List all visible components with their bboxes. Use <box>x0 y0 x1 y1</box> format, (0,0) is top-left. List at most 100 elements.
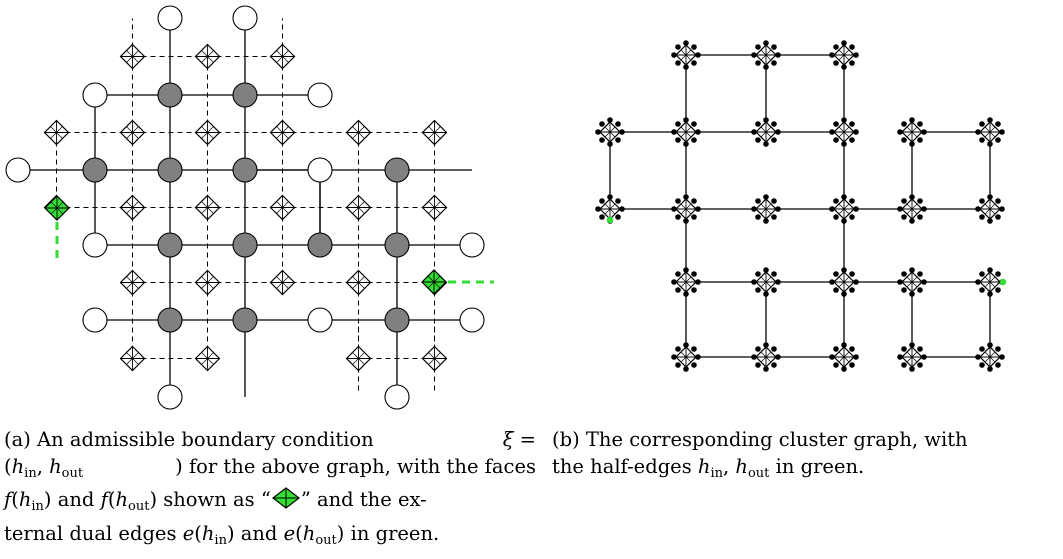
cluster-node <box>763 64 769 70</box>
cluster-node <box>841 117 847 123</box>
cluster-diamond-icon <box>833 346 855 368</box>
cluster-diamond-icon <box>979 198 1001 220</box>
cluster-node <box>987 267 993 273</box>
cluster-node <box>771 346 777 352</box>
cluster-node <box>917 214 923 220</box>
cluster-node <box>619 206 625 212</box>
cluster-node <box>771 271 777 277</box>
cluster-diamond-icon <box>755 271 777 293</box>
cluster-node <box>599 137 605 143</box>
cluster-node <box>675 44 681 50</box>
cluster-node <box>975 129 981 135</box>
cluster-node <box>999 129 1005 135</box>
cluster-node <box>833 287 839 293</box>
cluster-node <box>683 194 689 200</box>
cluster-diamond-icon <box>675 346 697 368</box>
cluster-node <box>999 354 1005 360</box>
cluster-node <box>763 291 769 297</box>
cluster-node <box>841 366 847 372</box>
caption-a-line-4: ternal dual edges e(hin) and e(hout) in … <box>4 521 440 548</box>
cluster-diamond-icon <box>755 44 777 66</box>
cluster-node <box>671 52 677 58</box>
cluster-node <box>755 362 761 368</box>
cluster-node <box>755 44 761 50</box>
cluster-node <box>683 342 689 348</box>
cluster-node <box>909 291 915 297</box>
cluster-node <box>901 287 907 293</box>
boundary-vertex <box>459 307 485 333</box>
cluster-node <box>853 206 859 212</box>
cluster-node <box>607 117 613 123</box>
cluster-node <box>619 129 625 135</box>
cluster-node <box>849 214 855 220</box>
cluster-node <box>683 366 689 372</box>
dual-face-icon <box>269 43 296 70</box>
cluster-node <box>979 362 985 368</box>
cluster-node <box>755 137 761 143</box>
cluster-node <box>987 141 993 147</box>
boundary-face-out-icon <box>421 269 447 295</box>
cluster-node <box>917 137 923 143</box>
cluster-node <box>775 206 781 212</box>
cluster-node <box>763 40 769 46</box>
cluster-node <box>771 60 777 66</box>
cluster-node <box>995 214 1001 220</box>
cluster-node <box>775 52 781 58</box>
cluster-node <box>691 271 697 277</box>
cluster-node <box>763 117 769 123</box>
cluster-node <box>695 129 701 135</box>
cluster-node <box>683 291 689 297</box>
boundary-vertex <box>459 232 485 258</box>
cluster-node <box>909 267 915 273</box>
cluster-node <box>691 121 697 127</box>
cluster-node <box>909 342 915 348</box>
cluster-node <box>683 64 689 70</box>
cluster-node <box>595 206 601 212</box>
cluster-node <box>995 121 1001 127</box>
cluster-node <box>695 52 701 58</box>
dual-face-icon <box>421 345 448 372</box>
cluster-node <box>607 194 613 200</box>
cluster-diamond-icon <box>833 271 855 293</box>
primal-vertex <box>82 157 108 183</box>
cluster-node <box>775 354 781 360</box>
cluster-node <box>853 279 859 285</box>
cluster-node <box>675 287 681 293</box>
cluster-node <box>921 279 927 285</box>
cluster-node <box>901 271 907 277</box>
primal-vertex <box>157 232 183 258</box>
cluster-node <box>987 218 993 224</box>
cluster-diamond-icon <box>901 121 923 143</box>
cluster-node <box>909 194 915 200</box>
boundary-vertex <box>307 307 333 333</box>
boundary-vertex <box>82 82 108 108</box>
cluster-node <box>675 121 681 127</box>
cluster-node <box>979 121 985 127</box>
cluster-node <box>909 117 915 123</box>
primal-vertex <box>384 157 410 183</box>
cluster-node <box>683 267 689 273</box>
cluster-node <box>771 214 777 220</box>
cluster-node <box>849 362 855 368</box>
cluster-diamond-icon <box>755 198 777 220</box>
cluster-node <box>771 287 777 293</box>
panel-b-cluster-graph <box>595 40 1007 372</box>
primal-vertex <box>384 232 410 258</box>
cluster-node <box>987 117 993 123</box>
dual-face-icon <box>119 43 146 70</box>
cluster-node <box>771 198 777 204</box>
cluster-node <box>829 206 835 212</box>
cluster-diamond-icon <box>979 271 1001 293</box>
cluster-node <box>995 287 1001 293</box>
dual-face-icon <box>421 194 448 221</box>
cluster-node <box>901 137 907 143</box>
cluster-node <box>833 214 839 220</box>
cluster-node <box>995 346 1001 352</box>
cluster-node <box>901 214 907 220</box>
cluster-node <box>599 121 605 127</box>
boundary-vertex <box>384 384 410 410</box>
cluster-node <box>987 194 993 200</box>
cluster-node <box>921 354 927 360</box>
cluster-node <box>683 141 689 147</box>
cluster-node <box>901 198 907 204</box>
